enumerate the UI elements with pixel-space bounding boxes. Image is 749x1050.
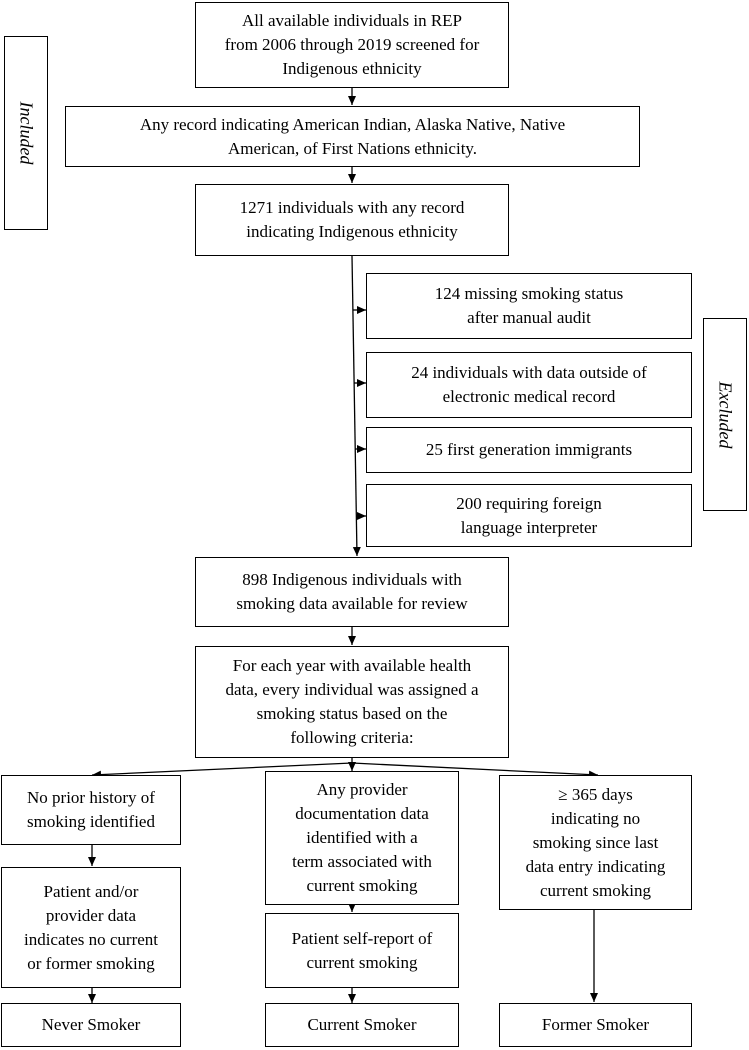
never-smoker-box: Never Smoker <box>1 1003 181 1047</box>
former-smoker-box: Former Smoker <box>499 1003 692 1047</box>
individuals-898-text: 898 Indigenous individuals with smoking … <box>236 570 468 613</box>
excluded-interpreter-text: 200 requiring foreign language interpret… <box>456 493 602 537</box>
current-smoker-text: Current Smoker <box>307 1015 417 1034</box>
any-record-box: Any record indicating American Indian, A… <box>65 106 640 167</box>
days-365-box: ≥ 365 days indicating no smoking since l… <box>499 775 692 910</box>
days-365-text: ≥ 365 days indicating no smoking since l… <box>525 784 666 900</box>
criteria-box: For each year with available health data… <box>195 646 509 758</box>
excluded-missing-text: 124 missing smoking status after manual … <box>434 284 624 327</box>
provider-doc-box: Any provider documentation data identifi… <box>265 771 459 905</box>
any-record-text: Any record indicating American Indian, A… <box>139 114 566 158</box>
included-label: Included <box>16 101 37 165</box>
no-current-text: Patient and/or provider data indicates n… <box>23 881 159 973</box>
no-history-text: No prior history of smoking identified <box>27 788 155 831</box>
included-label-box: Included <box>4 36 48 230</box>
excluded-label-box: Excluded <box>703 318 747 511</box>
excluded-missing-box: 124 missing smoking status after manual … <box>366 273 692 339</box>
no-history-box: No prior history of smoking identified <box>1 775 181 845</box>
screened-text: All available individuals in REP from 20… <box>224 11 480 78</box>
provider-doc-text: Any provider documentation data identifi… <box>292 780 432 895</box>
criteria-text: For each year with available health data… <box>225 656 479 747</box>
excluded-outside-text: 24 individuals with data outside of elec… <box>411 363 647 406</box>
excluded-immigrants-box: 25 first generation immigrants <box>366 427 692 473</box>
individuals-1271-box: 1271 individuals with any record indicat… <box>195 184 509 256</box>
former-smoker-text: Former Smoker <box>541 1015 650 1034</box>
arrow-criteria-to-former <box>351 762 599 779</box>
individuals-898-box: 898 Indigenous individuals with smoking … <box>195 557 509 627</box>
excluded-label: Excluded <box>715 381 736 448</box>
individuals-1271-text: 1271 individuals with any record indicat… <box>239 198 465 241</box>
excluded-outside-box: 24 individuals with data outside of elec… <box>366 352 692 418</box>
excluded-interpreter-box: 200 requiring foreign language interpret… <box>366 484 692 547</box>
never-smoker-text: Never Smoker <box>41 1015 141 1034</box>
current-smoker-box: Current Smoker <box>265 1003 459 1047</box>
main-flow-line <box>351 255 361 557</box>
excluded-immigrants-text: 25 first generation immigrants <box>425 440 633 459</box>
arrow-criteria-to-never <box>91 762 353 779</box>
self-report-text: Patient self-report of current smoking <box>291 928 433 972</box>
no-current-box: Patient and/or provider data indicates n… <box>1 867 181 988</box>
screened-box: All available individuals in REP from 20… <box>195 2 509 88</box>
self-report-box: Patient self-report of current smoking <box>265 913 459 988</box>
